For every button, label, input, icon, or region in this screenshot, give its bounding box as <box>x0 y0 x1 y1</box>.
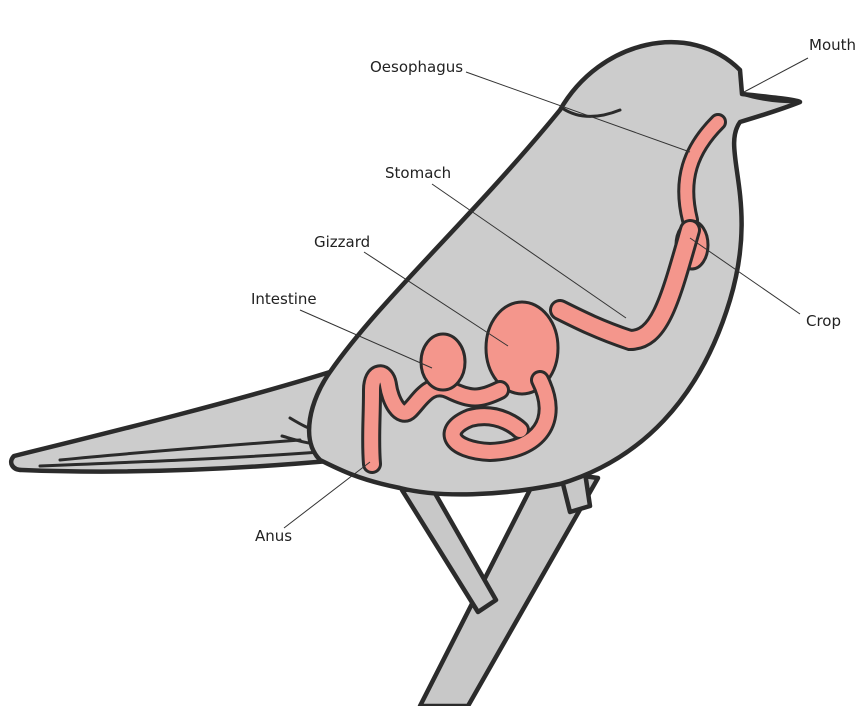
mouth-leader <box>744 58 808 92</box>
crop-label: Crop <box>806 312 841 330</box>
oesophagus-label: Oesophagus <box>370 58 463 76</box>
intestine-shape <box>421 334 465 390</box>
stomach-label: Stomach <box>385 164 451 182</box>
gizzard-label: Gizzard <box>314 233 370 251</box>
intestine-label: Intestine <box>251 290 317 308</box>
mouth-label: Mouth <box>809 36 856 54</box>
bird-tail <box>11 372 351 472</box>
anus-leader <box>284 462 370 528</box>
anus-label: Anus <box>255 527 292 545</box>
